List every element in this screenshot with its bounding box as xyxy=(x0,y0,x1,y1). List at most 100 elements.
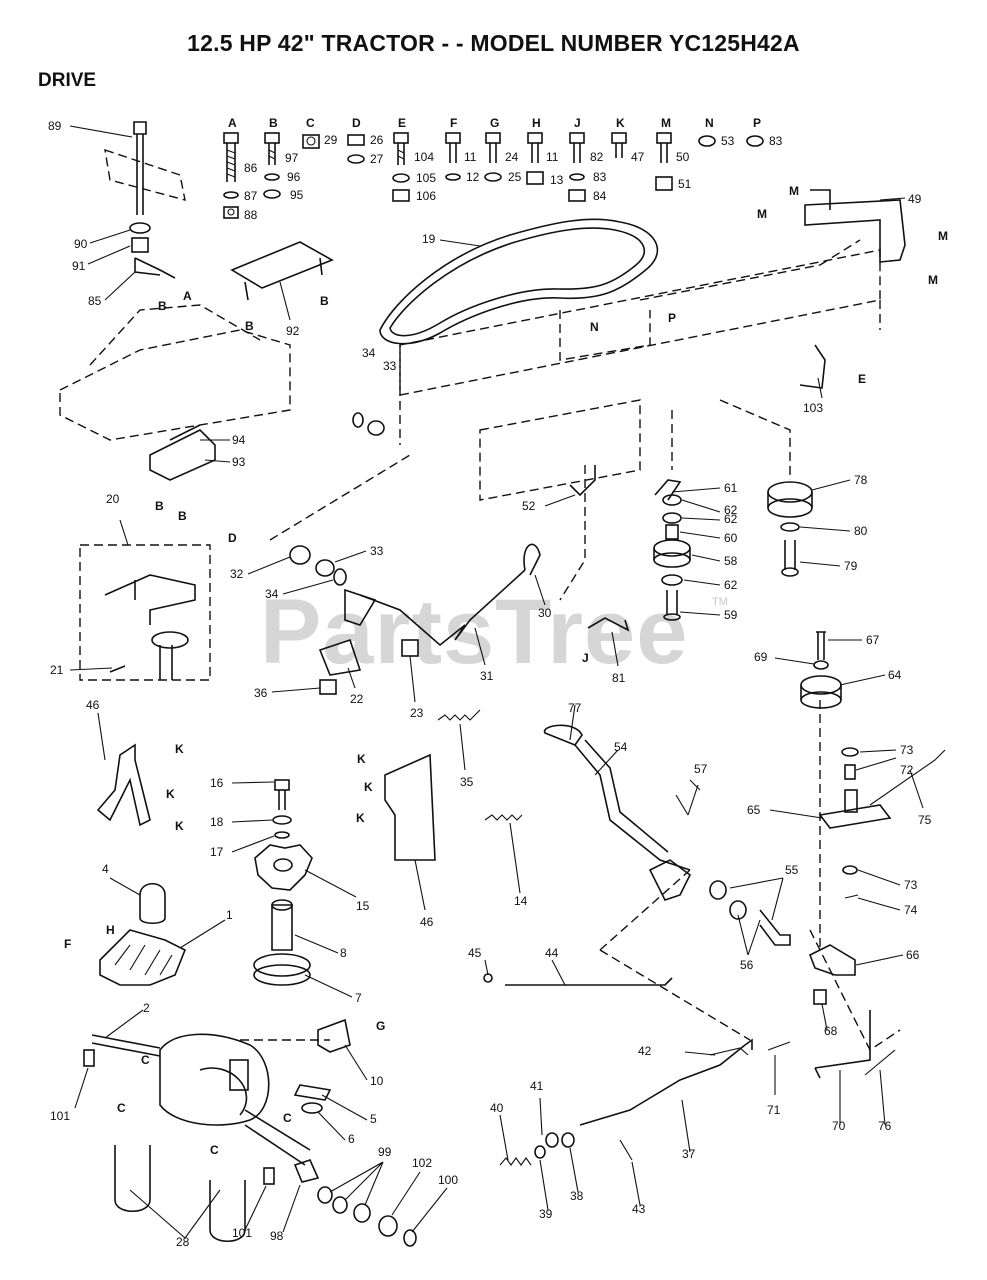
hardware-number: 95 xyxy=(290,188,304,202)
callout-54: 54 xyxy=(614,740,628,754)
callout-32: 32 xyxy=(230,567,244,581)
hardware-number: 82 xyxy=(590,150,604,164)
callout-91: 91 xyxy=(72,259,86,273)
callout-7: 7 xyxy=(355,991,362,1005)
callout-17: 17 xyxy=(210,845,224,859)
callout-73: 73 xyxy=(900,743,914,757)
hardware-number: 51 xyxy=(678,177,692,191)
connector-letter: B xyxy=(158,299,167,313)
connector-letter: C xyxy=(210,1143,219,1157)
callout-45: 45 xyxy=(468,946,482,960)
callout-21: 21 xyxy=(50,663,64,677)
callout-57: 57 xyxy=(694,762,708,776)
callout-15: 15 xyxy=(356,899,370,913)
hardware-letter: A xyxy=(228,116,237,130)
hardware-letter-row: A B C D E F G H J K M N P xyxy=(228,116,761,130)
callout-60: 60 xyxy=(724,531,738,545)
callout-33: 33 xyxy=(383,359,397,373)
hardware-letter: M xyxy=(661,116,671,130)
callout-43: 43 xyxy=(632,1202,646,1216)
callout-100: 100 xyxy=(438,1173,458,1187)
callout-8: 8 xyxy=(340,946,347,960)
callout-22: 22 xyxy=(350,692,364,706)
callout-71: 71 xyxy=(767,1103,781,1117)
page-title: 12.5 HP 42" TRACTOR - - MODEL NUMBER YC1… xyxy=(187,30,800,56)
hardware-number: 88 xyxy=(244,208,258,222)
callout-92: 92 xyxy=(286,324,300,338)
connector-letter: K xyxy=(364,780,373,794)
callout-101: 101 xyxy=(50,1109,70,1123)
callout-65: 65 xyxy=(747,803,761,817)
hardware-letter: J xyxy=(574,116,581,130)
hardware-number: 12 xyxy=(466,170,480,184)
section-label: DRIVE xyxy=(38,70,97,91)
hardware-number: 26 xyxy=(370,133,384,147)
connector-letter: E xyxy=(858,372,866,386)
callout-99: 99 xyxy=(378,1145,392,1159)
callout-70: 70 xyxy=(832,1119,846,1133)
connector-letter: K xyxy=(357,752,366,766)
hardware-number: 87 xyxy=(244,189,258,203)
connector-letter: H xyxy=(106,923,115,937)
callout-33: 33 xyxy=(370,544,384,558)
connector-letter: K xyxy=(166,787,175,801)
callout-19: 19 xyxy=(422,232,436,246)
callout-14: 14 xyxy=(514,894,528,908)
hardware-number: 86 xyxy=(244,161,258,175)
callout-labels: 89 90 91 85 92 19 49 34 33 103 94 93 20 … xyxy=(48,119,932,1249)
hardware-letter: D xyxy=(352,116,361,130)
hardware-letter: C xyxy=(306,116,315,130)
callout-61: 61 xyxy=(724,481,738,495)
hardware-number: 96 xyxy=(287,170,301,184)
hardware-number: 11 xyxy=(464,150,477,164)
callout-59: 59 xyxy=(724,608,738,622)
hardware-number: 13 xyxy=(550,173,564,187)
callout-31: 31 xyxy=(480,669,494,683)
callout-40: 40 xyxy=(490,1101,504,1115)
callout-35: 35 xyxy=(460,775,474,789)
callout-80: 80 xyxy=(854,524,868,538)
callout-44: 44 xyxy=(545,946,559,960)
callout-18: 18 xyxy=(210,815,224,829)
callout-66: 66 xyxy=(906,948,920,962)
leader-lines xyxy=(69,125,924,1239)
callout-34: 34 xyxy=(362,346,376,360)
connector-letter: M xyxy=(928,273,938,287)
callout-79: 79 xyxy=(844,559,858,573)
callout-64: 64 xyxy=(888,668,902,682)
callout-42: 42 xyxy=(638,1044,652,1058)
hardware-number: 83 xyxy=(769,134,783,148)
callout-94: 94 xyxy=(232,433,246,447)
hardware-sketches xyxy=(223,132,764,219)
hardware-letter: H xyxy=(532,116,541,130)
connector-letter: B xyxy=(320,294,329,308)
callout-39: 39 xyxy=(539,1207,553,1221)
callout-4: 4 xyxy=(102,862,109,876)
part-sketches xyxy=(83,121,946,1247)
callout-68: 68 xyxy=(824,1024,838,1038)
callout-23: 23 xyxy=(410,706,424,720)
hardware-number-labels: 86 87 88 97 96 95 29 26 27 104 105 106 1… xyxy=(244,133,783,222)
callout-76: 76 xyxy=(878,1119,892,1133)
hardware-number: 84 xyxy=(593,189,607,203)
connector-letter: B xyxy=(245,319,254,333)
callout-72: 72 xyxy=(900,763,914,777)
connector-letter: C xyxy=(283,1111,292,1125)
connector-letter: M xyxy=(757,207,767,221)
callout-20: 20 xyxy=(106,492,120,506)
callout-77: 77 xyxy=(568,701,582,715)
callout-103: 103 xyxy=(803,401,823,415)
callout-90: 90 xyxy=(74,237,88,251)
connector-letter: D xyxy=(228,531,237,545)
connector-letter: J xyxy=(582,651,589,665)
callout-102: 102 xyxy=(412,1156,432,1170)
connector-letter: F xyxy=(64,937,71,951)
hardware-number: 105 xyxy=(416,171,436,185)
hardware-number: 106 xyxy=(416,189,436,203)
hardware-number: 25 xyxy=(508,170,522,184)
callout-46: 46 xyxy=(420,915,434,929)
callout-58: 58 xyxy=(724,554,738,568)
callout-28: 28 xyxy=(176,1235,190,1249)
callout-93: 93 xyxy=(232,455,246,469)
connector-letter: A xyxy=(183,289,192,303)
